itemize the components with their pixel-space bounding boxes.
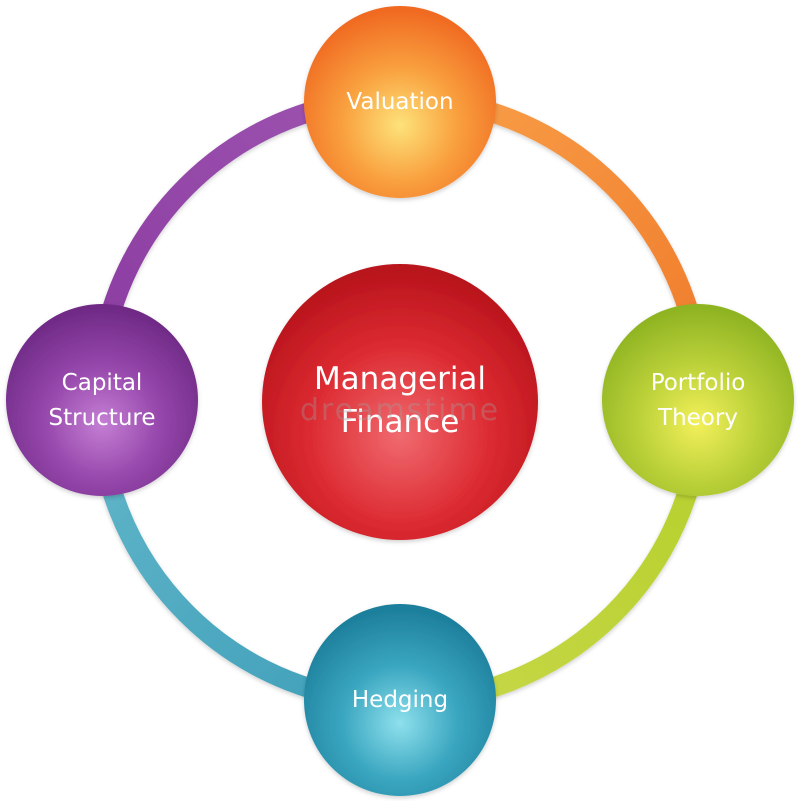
node-valuation: Valuation xyxy=(304,6,496,198)
center-label-line1: Managerial xyxy=(314,361,486,397)
portfolio-label-line1: Portfolio xyxy=(651,370,746,396)
node-capital-structure: Capital Structure xyxy=(6,304,198,496)
center-label-line2: Finance xyxy=(341,404,460,440)
capital-label-line2: Structure xyxy=(49,405,156,431)
center-node: Managerial Finance xyxy=(262,264,538,540)
valuation-label: Valuation xyxy=(346,89,453,115)
portfolio-label-line2: Theory xyxy=(657,405,738,431)
node-portfolio-theory: Portfolio Theory xyxy=(602,304,794,496)
capital-label-line1: Capital xyxy=(62,370,143,396)
hedging-label: Hedging xyxy=(352,687,448,713)
node-hedging: Hedging xyxy=(304,604,496,796)
